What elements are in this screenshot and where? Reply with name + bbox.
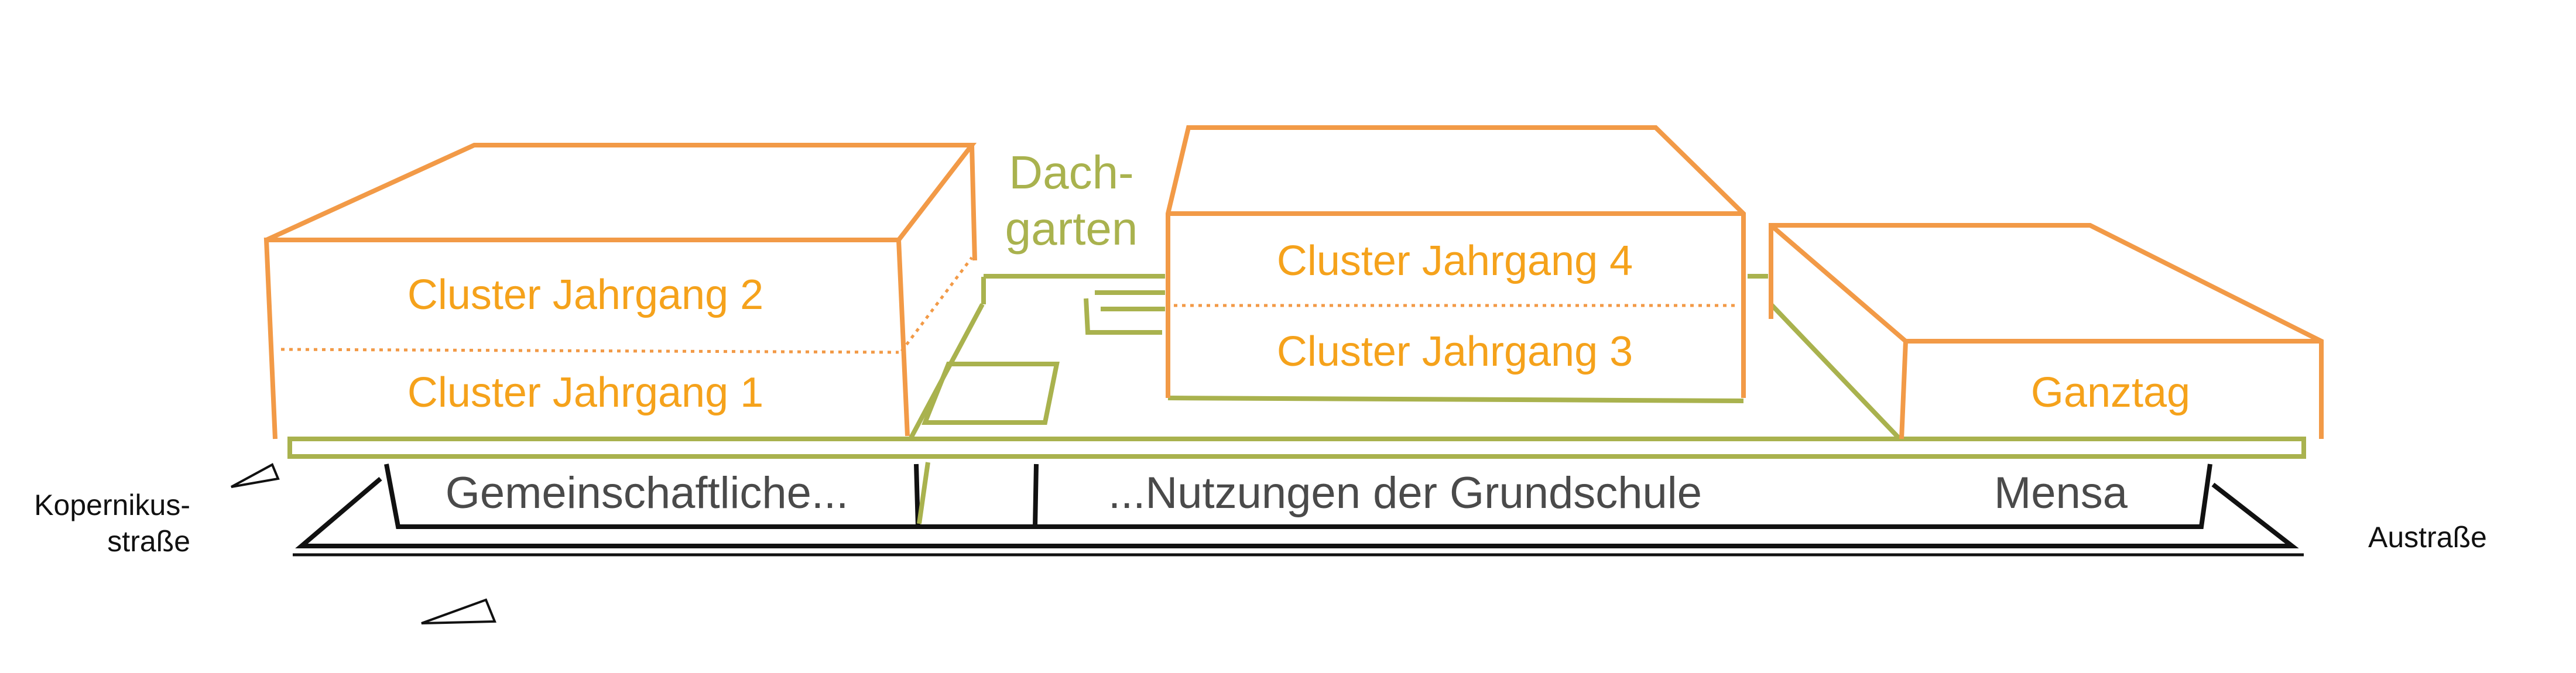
cluster-34-outline xyxy=(1166,125,1746,398)
ramp-line-1 xyxy=(908,303,985,440)
label-street-kopernikusstrasse-1: Kopernikus- xyxy=(34,489,190,521)
ganztag-edge xyxy=(1769,303,1902,441)
ground-floor-divider-left xyxy=(914,463,920,527)
roof-terrace xyxy=(287,274,2306,524)
ground-floor-divider-right xyxy=(1033,463,1039,527)
label-street-austrasse: Austraße xyxy=(2368,521,2487,554)
terrace-slab xyxy=(287,437,2306,459)
cluster-34-base xyxy=(1167,396,1744,403)
cluster-34-block xyxy=(1166,125,1746,398)
slope-triangle-icon xyxy=(231,463,280,488)
ramp-line-2 xyxy=(917,462,930,524)
label-dachgarten-line-1: Dach- xyxy=(1009,146,1133,198)
label-mensa: Mensa xyxy=(1994,468,2128,518)
ganztag-outline xyxy=(1769,223,2324,439)
label-cluster-jahrgang-2: Cluster Jahrgang 2 xyxy=(407,272,763,318)
courtyard-patch xyxy=(922,362,1060,425)
slope-markers xyxy=(231,463,496,624)
cluster-12-front-right xyxy=(896,239,910,437)
label-cluster-jahrgang-1: Cluster Jahrgang 1 xyxy=(407,369,763,416)
cluster-12-block xyxy=(263,143,977,439)
cluster-12-side-divider xyxy=(900,256,973,352)
ground-floor xyxy=(293,463,2304,557)
slope-triangle-icon-2 xyxy=(421,598,496,624)
cluster-12-floor-divider xyxy=(280,348,899,354)
label-nutzungen-der-grundschule: ...Nutzungen der Grundschule xyxy=(1108,468,1702,518)
label-street-kopernikusstrasse-2: straße xyxy=(107,525,190,558)
ganztag-top-front xyxy=(1769,223,1907,344)
ganztag-left-edge xyxy=(1899,341,1908,439)
cluster-12-outline xyxy=(263,143,977,439)
plinth-outline xyxy=(295,476,2299,548)
label-gemeinschaftliche: Gemeinschaftliche... xyxy=(446,468,849,518)
stair-shape xyxy=(1084,298,1162,335)
cluster-12-back-right xyxy=(970,145,977,261)
ganztag-block xyxy=(1769,223,2324,439)
label-cluster-jahrgang-4: Cluster Jahrgang 4 xyxy=(1277,238,1633,284)
ground-floor-base-line xyxy=(384,463,2212,529)
label-dachgarten-line-2: garten xyxy=(1005,202,1138,255)
label-cluster-jahrgang-3: Cluster Jahrgang 3 xyxy=(1277,328,1633,375)
label-ganztag: Ganztag xyxy=(2031,369,2190,416)
